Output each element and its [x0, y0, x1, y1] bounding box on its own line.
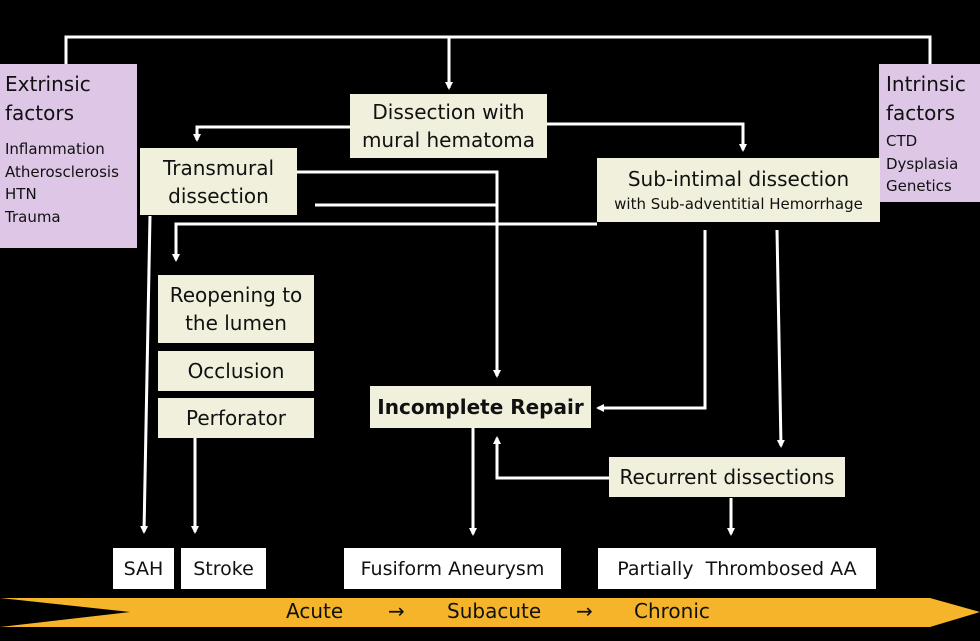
timeline-chronic: Chronic	[634, 599, 710, 623]
extrinsic-list: Inflammation Atherosclerosis HTN Trauma	[5, 138, 119, 228]
arrow-to-transmural	[193, 125, 350, 142]
intrinsic-factors-box: Intrinsic factors CTD Dysplasia Genetics	[879, 64, 980, 202]
subintimal-box: Sub-intimal dissection with Sub-adventit…	[597, 158, 880, 222]
list-item: CTD	[886, 132, 918, 150]
incomplete-repair-label: Incomplete Repair	[377, 395, 584, 419]
timeline-arrow-2: →	[576, 599, 593, 623]
dissection-mural-box: Dissection with mural hematoma	[350, 94, 547, 158]
transmural-box: Transmural dissection	[140, 148, 297, 215]
outcome-fusiform-label: Fusiform Aneurysm	[360, 557, 545, 580]
subintimal-main-label: Sub-intimal dissection	[627, 166, 850, 191]
arrow-recurrent-repair	[493, 436, 609, 480]
timeline-subacute: Subacute	[447, 599, 542, 623]
timeline-acute: Acute	[286, 599, 344, 623]
outcome-stroke-label: Stroke	[193, 557, 254, 580]
perforator-label: Perforator	[186, 406, 286, 430]
transmural-label: Transmural dissection	[162, 155, 275, 208]
timeline-arrow	[0, 598, 980, 627]
recurrent-label: Recurrent dissections	[619, 465, 835, 489]
arrow-subintimal-repair	[596, 230, 707, 412]
outcome-fusiform: Fusiform Aneurysm	[344, 548, 561, 589]
arrow-to-subintimal	[547, 122, 747, 152]
intrinsic-title: Intrinsic factors	[886, 72, 966, 125]
outcome-sah-label: SAH	[123, 557, 164, 580]
perforator-box: Perforator	[158, 398, 314, 438]
list-item: HTN	[5, 185, 37, 203]
arrow-to-recurrent	[775, 229, 785, 448]
intrinsic-list: CTD Dysplasia Genetics	[886, 130, 958, 198]
list-item: Trauma	[5, 207, 61, 226]
recurrent-box: Recurrent dissections	[609, 457, 845, 497]
subintimal-sub-label: with Sub-adventitial Hemorrhage	[614, 194, 863, 213]
outcome-sah: SAH	[113, 548, 174, 589]
outcome-partially-label: Partially Thrombosed AA	[617, 557, 857, 580]
outcome-partially: Partially Thrombosed AA	[598, 548, 876, 589]
top-bracket-line	[64, 35, 932, 64]
dissection-mural-label: Dissection with mural hematoma	[361, 100, 536, 152]
outcome-stroke: Stroke	[181, 548, 266, 589]
arrow-to-reopening	[172, 222, 597, 262]
timeline-arrow-1: →	[388, 599, 405, 623]
list-item: Inflammation	[5, 140, 105, 158]
extrinsic-title: Extrinsic factors	[5, 72, 91, 125]
list-item: Atherosclerosis	[5, 162, 119, 181]
incomplete-repair-box: Incomplete Repair	[370, 386, 591, 428]
reopening-label: Reopening to the lumen	[169, 283, 303, 335]
list-item: Dysplasia	[886, 154, 959, 173]
arrow-to-sah	[140, 215, 152, 534]
extrinsic-factors-box: Extrinsic factors Inflammation Atheroscl…	[0, 64, 137, 248]
occlusion-label: Occlusion	[187, 359, 285, 383]
arrow-transmural-repair	[296, 170, 501, 378]
occlusion-box: Occlusion	[158, 351, 314, 391]
reopening-box: Reopening to the lumen	[158, 275, 314, 343]
list-item: Genetics	[886, 177, 952, 195]
